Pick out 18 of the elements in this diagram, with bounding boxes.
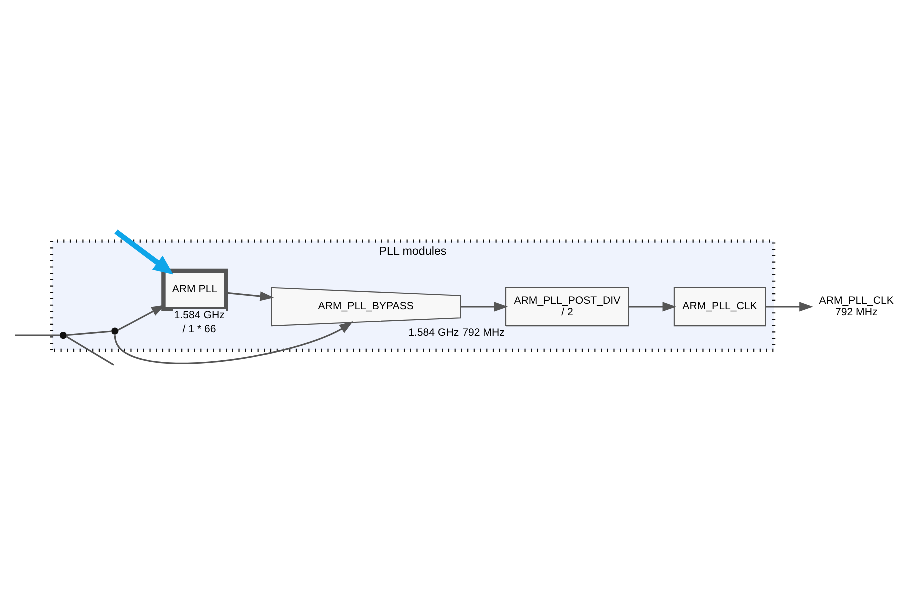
node-label: 1.584 GHz [174,310,225,322]
arrow [629,302,677,312]
node-box: ARM_PLL_CLK [674,287,766,327]
arrow [766,302,814,312]
node-circle [60,332,68,340]
arrow [226,292,274,302]
node-label: / 1 * 66 [182,323,216,336]
arrow [114,230,174,275]
arrow [460,302,508,312]
node-circle [112,328,119,335]
node-text: ARM_PLL_CLK 792 MHz [819,294,894,318]
arrow [114,322,354,364]
node-label: 792 MHz [462,327,505,340]
connector [66,330,112,336]
node-label: 1.584 GHz [408,327,460,340]
node-box: ARM_PLL_BYPASS [271,287,462,327]
connector [15,334,60,336]
connector [66,336,114,366]
